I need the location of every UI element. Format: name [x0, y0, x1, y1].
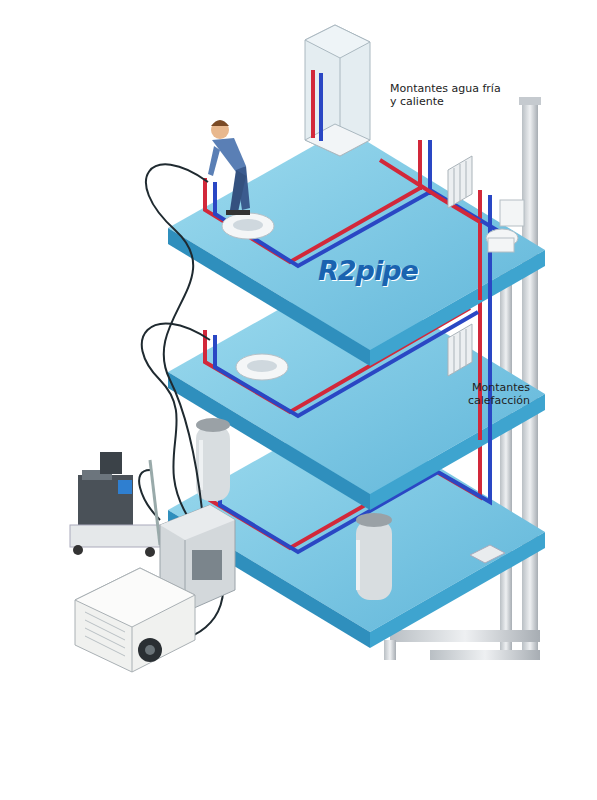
floor-drain: [470, 545, 505, 563]
shower-cabin: [305, 25, 370, 156]
compressor: [75, 568, 195, 672]
toilet: [486, 200, 524, 252]
radiator: [448, 324, 472, 376]
cleaning-machine: [70, 452, 160, 557]
worker: [208, 120, 250, 215]
floor-pipes: [205, 140, 500, 266]
water-heater: [356, 513, 392, 600]
floor-slab: [168, 128, 545, 366]
riser-label: Montantes calefacción: [430, 381, 530, 407]
brand-logo: R2pipe: [318, 255, 458, 286]
riser-pipes: [480, 300, 490, 445]
water-heater: [196, 418, 230, 501]
washbasin: [222, 213, 274, 239]
riser-label: Montantes agua fría y caliente: [390, 82, 502, 108]
radiator: [448, 156, 472, 208]
washbasin: [236, 354, 288, 380]
